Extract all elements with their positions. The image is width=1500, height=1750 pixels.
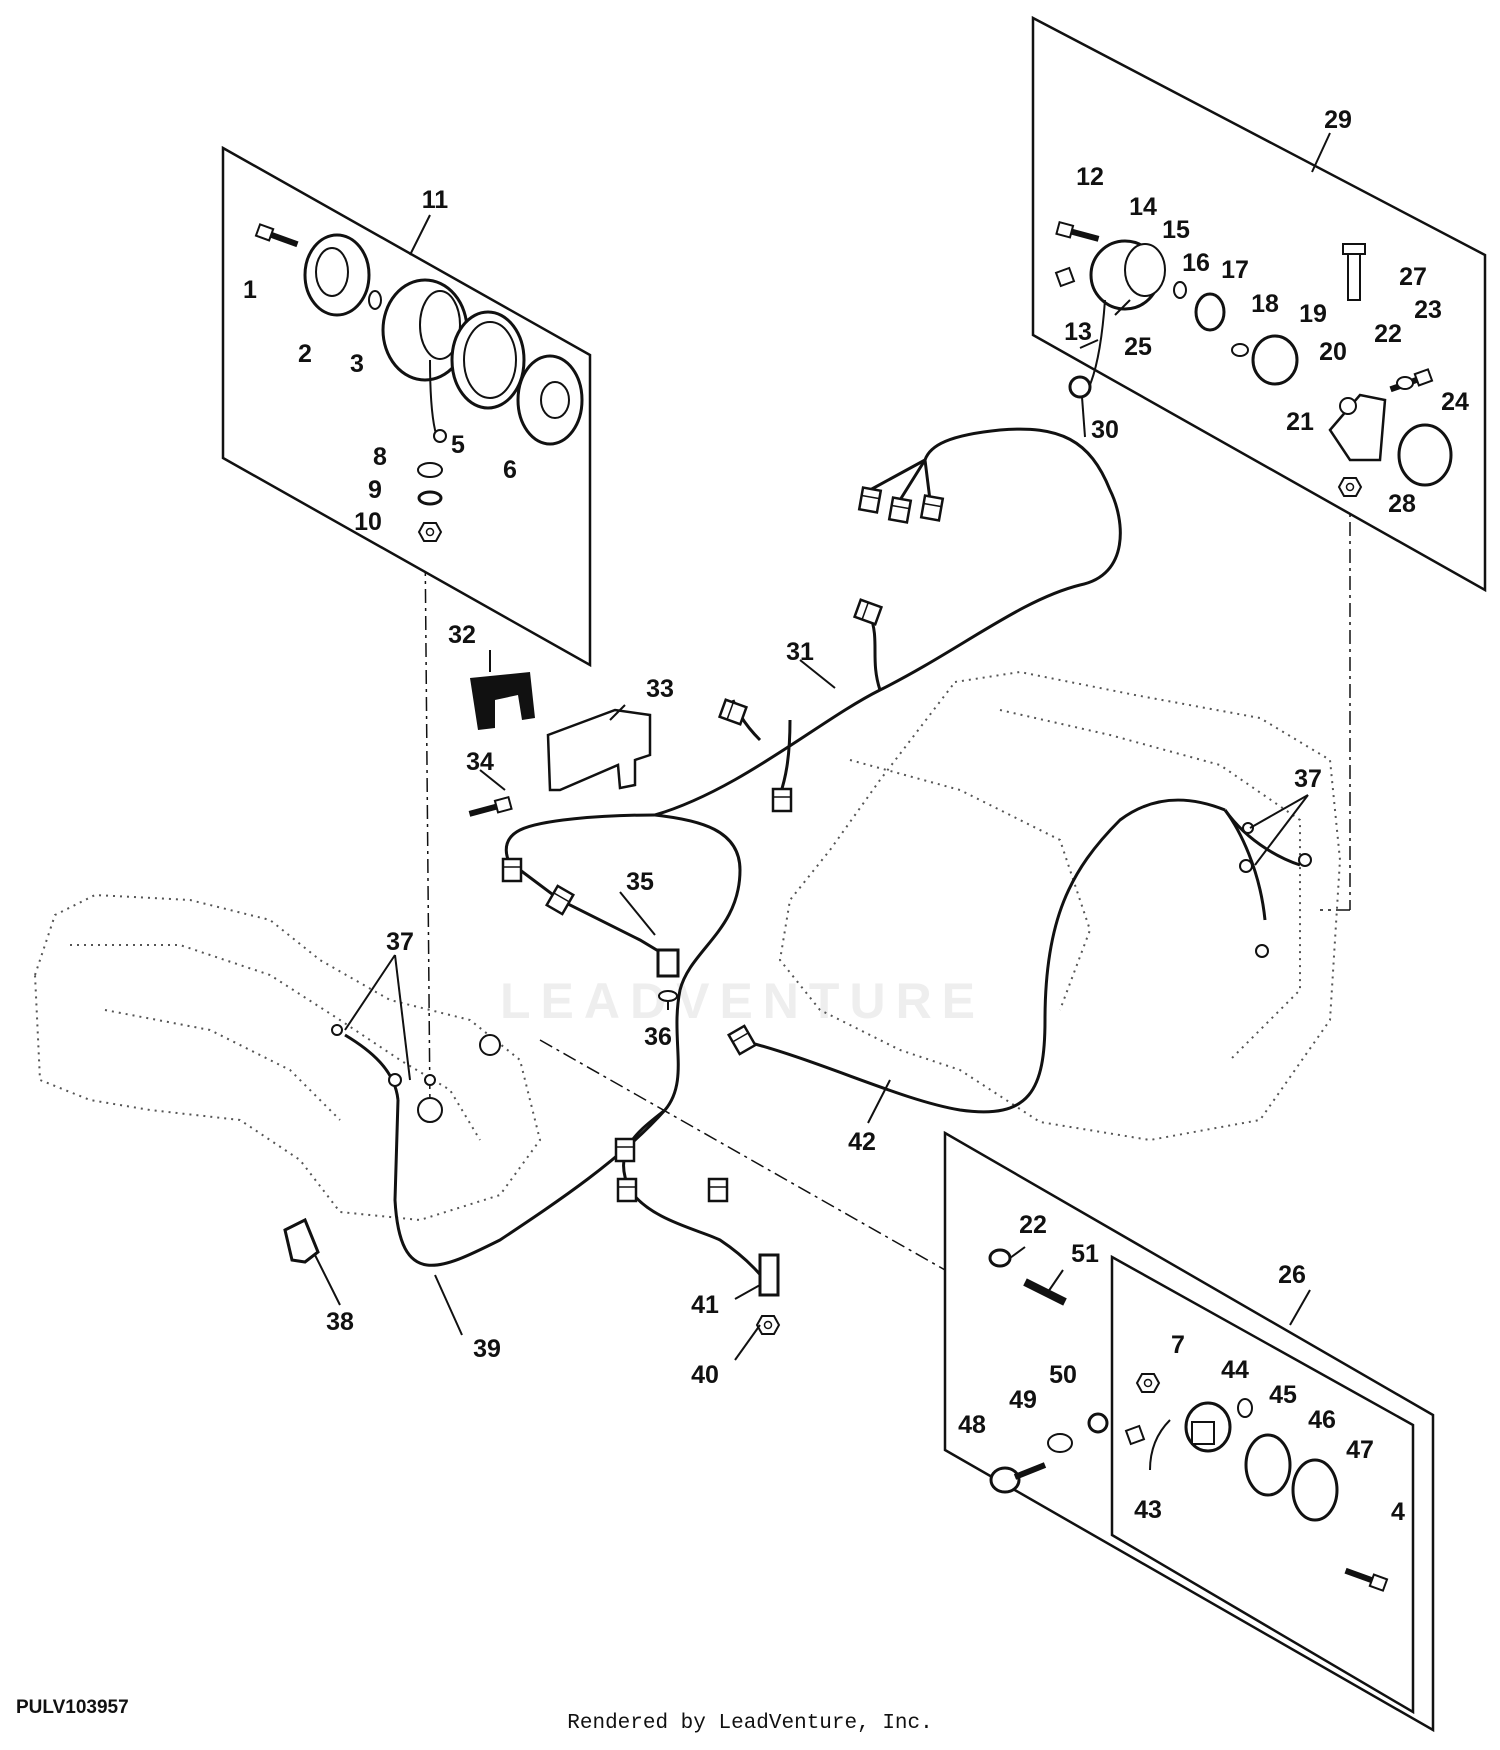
callout-18: 18 — [1251, 290, 1279, 318]
callout-12: 12 — [1076, 163, 1104, 191]
callout-25: 25 — [1124, 333, 1152, 361]
callout-48: 48 — [958, 1411, 986, 1439]
lock-washer-9 — [417, 490, 443, 506]
cover-32 — [470, 672, 535, 730]
diagram-id: PULV103957 — [16, 1697, 129, 1718]
callout-7: 7 — [1171, 1331, 1185, 1359]
grommet-30 — [1068, 375, 1092, 399]
callout-29: 29 — [1324, 106, 1352, 134]
nut-10 — [418, 522, 442, 542]
callout-45: 45 — [1269, 1381, 1297, 1409]
callout-13: 13 — [1064, 318, 1092, 346]
callout-27: 27 — [1399, 263, 1427, 291]
callout-23: 23 — [1414, 296, 1442, 324]
callout-32: 32 — [448, 621, 476, 649]
callout-14: 14 — [1129, 193, 1157, 221]
clamp-38 — [283, 1217, 320, 1264]
alignment-lines — [424, 495, 1351, 1376]
kit-panel-29 — [1031, 15, 1487, 593]
callout-21: 21 — [1286, 408, 1314, 436]
callout-24: 24 — [1441, 388, 1469, 416]
callout-37-second: 37 — [1294, 765, 1322, 793]
callout-9: 9 — [368, 476, 382, 504]
callout-17: 17 — [1221, 256, 1249, 284]
leader-lines — [314, 132, 1331, 1361]
callout-5: 5 — [451, 431, 465, 459]
callout-38: 38 — [326, 1308, 354, 1336]
callout-47: 47 — [1346, 1436, 1374, 1464]
callout-22: 22 — [1374, 320, 1402, 348]
callout-6: 6 — [503, 456, 517, 484]
callout-35: 35 — [626, 868, 654, 896]
callout-43: 43 — [1134, 1496, 1162, 1524]
callout-40: 40 — [691, 1361, 719, 1389]
callout-labels: 1 2 3 4 5 6 7 8 9 10 11 12 13 14 15 16 1… — [243, 106, 1469, 1526]
callout-37: 37 — [386, 928, 414, 956]
credit-text: Rendered by LeadVenture, Inc. — [567, 1712, 933, 1735]
sender-41-area — [756, 1253, 780, 1335]
bracket-33 — [546, 708, 652, 792]
callout-26: 26 — [1278, 1261, 1306, 1289]
callout-31: 31 — [786, 638, 814, 666]
callout-19: 19 — [1299, 300, 1327, 328]
callout-4: 4 — [1391, 1498, 1405, 1526]
switch-36-area — [656, 948, 680, 1002]
screw-34 — [468, 797, 512, 819]
clip-37-right — [1239, 822, 1312, 958]
callout-1: 1 — [243, 276, 257, 304]
kit-panel-26 — [943, 1130, 1435, 1733]
kit-panel-11 — [221, 145, 592, 668]
nut-28 — [1338, 477, 1362, 497]
callout-49: 49 — [1009, 1386, 1037, 1414]
callout-2: 2 — [298, 340, 312, 368]
callout-39: 39 — [473, 1335, 501, 1363]
callout-42: 42 — [848, 1128, 876, 1156]
callout-8: 8 — [373, 443, 387, 471]
watermark-text: LEADVENTURE — [500, 973, 986, 1029]
callout-10: 10 — [354, 508, 382, 536]
callout-51: 51 — [1071, 1240, 1099, 1268]
callout-36: 36 — [644, 1023, 672, 1051]
callout-44: 44 — [1221, 1356, 1249, 1384]
callout-34: 34 — [466, 748, 494, 776]
callout-20: 20 — [1319, 338, 1347, 366]
callout-50: 50 — [1049, 1361, 1077, 1389]
callout-46: 46 — [1308, 1406, 1336, 1434]
callout-22-second: 22 — [1019, 1211, 1047, 1239]
callout-15: 15 — [1162, 216, 1190, 244]
callout-33: 33 — [646, 675, 674, 703]
callout-30: 30 — [1091, 416, 1119, 444]
callout-11: 11 — [422, 186, 449, 214]
callout-41: 41 — [691, 1291, 719, 1319]
callout-16: 16 — [1182, 249, 1210, 277]
washer-8 — [417, 462, 443, 478]
callout-3: 3 — [350, 350, 364, 378]
tractor-body-outline — [33, 670, 1342, 1222]
callout-28: 28 — [1388, 490, 1416, 518]
clip-37-left — [331, 1024, 501, 1123]
